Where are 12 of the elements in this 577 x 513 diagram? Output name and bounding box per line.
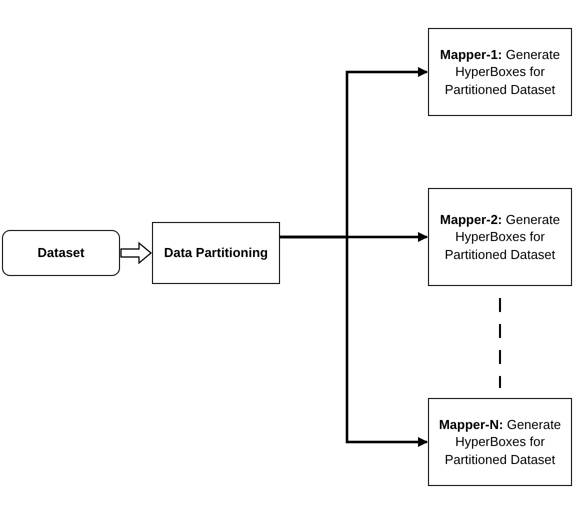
node-label: Dataset bbox=[36, 244, 86, 262]
hollow-arrow bbox=[120, 242, 152, 264]
process-box bbox=[428, 398, 572, 486]
node-label: Data Partitioning bbox=[162, 244, 269, 262]
rounded-box bbox=[2, 230, 120, 276]
arrow bbox=[280, 236, 428, 447]
node-label: Mapper-N: Generate HyperBoxes for Partitioned Dataset bbox=[438, 416, 562, 469]
process-box bbox=[428, 188, 572, 286]
node-label: Mapper-1: Generate HyperBoxes for Partitioned Dataset bbox=[439, 46, 561, 99]
process-box bbox=[152, 222, 280, 284]
process-box bbox=[428, 28, 572, 116]
node-label: Mapper-2: Generate HyperBoxes for Partitioned Dataset bbox=[439, 210, 561, 264]
